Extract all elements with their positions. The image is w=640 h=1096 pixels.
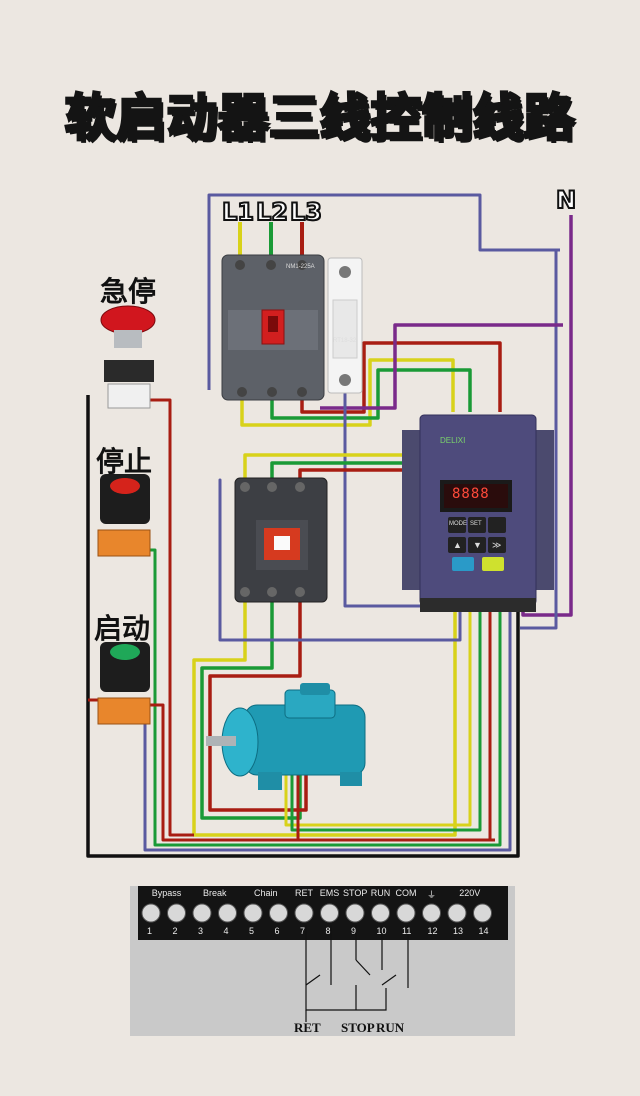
key-up: ▲ [453, 540, 462, 550]
terminal-number: 12 [427, 926, 438, 936]
terminal-screw [371, 903, 390, 923]
terminal-group-label: Bypass [151, 888, 182, 898]
switch-label-ret: RET [294, 1020, 321, 1035]
key-shift: ≫ [492, 540, 502, 550]
terminal-number: 7 [300, 926, 306, 936]
terminal-screw [218, 903, 237, 923]
terminal-group-label: COM [395, 888, 417, 898]
terminal-number: 11 [402, 926, 412, 936]
terminal-screw [447, 903, 467, 923]
phase-label-l1: L1 [221, 197, 255, 227]
start-label: 启动 [94, 612, 151, 645]
terminal-group-label: RUN [370, 888, 391, 898]
key-set: SET [470, 521, 482, 527]
stop-label: 停止 [96, 445, 153, 478]
page-title: 软启动器三线控制线路 [64, 88, 576, 149]
terminal-number: 10 [376, 926, 387, 936]
terminal-group-label: Chain [253, 888, 278, 898]
terminal-screw [294, 903, 314, 923]
emergency-stop-button [100, 305, 156, 409]
start-button [97, 642, 151, 725]
soft-starter-brand: DELIXI [440, 436, 466, 445]
key-down: ▼ [473, 540, 482, 550]
terminal-screw [396, 903, 416, 923]
phase-label-l3: L3 [289, 197, 323, 227]
soft-starter [402, 414, 554, 612]
switch-label-stop: STOP [341, 1020, 375, 1035]
terminal-number: 6 [274, 926, 280, 936]
terminal-group-label: 220V [459, 888, 481, 898]
terminal-number: 2 [172, 926, 178, 936]
phase-label-l2: L2 [255, 197, 289, 227]
terminal-number: 8 [325, 926, 331, 936]
terminal-screw [422, 903, 441, 923]
terminal-screw [320, 903, 339, 923]
terminal-number: 5 [249, 926, 255, 936]
terminal-number: 4 [223, 926, 229, 936]
contactor [234, 477, 328, 603]
terminal-screw [167, 903, 186, 923]
terminal-number: 9 [351, 926, 357, 936]
terminal-number: 14 [478, 926, 489, 936]
terminal-screw [243, 903, 263, 923]
terminal-screw [141, 903, 161, 923]
terminal-number: 13 [453, 926, 464, 936]
terminal-number: 1 [147, 926, 153, 936]
terminal-strip-panel [130, 886, 515, 1036]
fuse-holder [327, 257, 363, 394]
soft-starter-display: 8888 [452, 486, 490, 502]
emergency-stop-label: 急停 [100, 275, 157, 308]
switch-label-run: RUN [376, 1020, 405, 1035]
terminal-group-label: STOP [343, 888, 368, 898]
terminal-group-label: RET [295, 888, 313, 898]
key-mode: MODE [449, 521, 467, 527]
breaker-rating: NM1-225A [286, 264, 315, 270]
terminal-screw [269, 903, 288, 923]
terminal-screw [473, 903, 492, 923]
terminal-screw [345, 903, 365, 923]
fuse-model: RT18-32 [333, 338, 357, 344]
terminal-number: 3 [198, 926, 204, 936]
circuit-breaker [221, 254, 325, 401]
terminal-group-label: ⏚ [426, 890, 436, 900]
motor [206, 683, 366, 790]
neutral-label: N [555, 185, 577, 215]
switch-schematic [305, 925, 409, 1022]
terminal-group-label: Break [202, 888, 227, 898]
terminal-group-label: EMS [319, 888, 340, 898]
terminal-screw [192, 903, 212, 923]
stop-button [97, 474, 151, 557]
